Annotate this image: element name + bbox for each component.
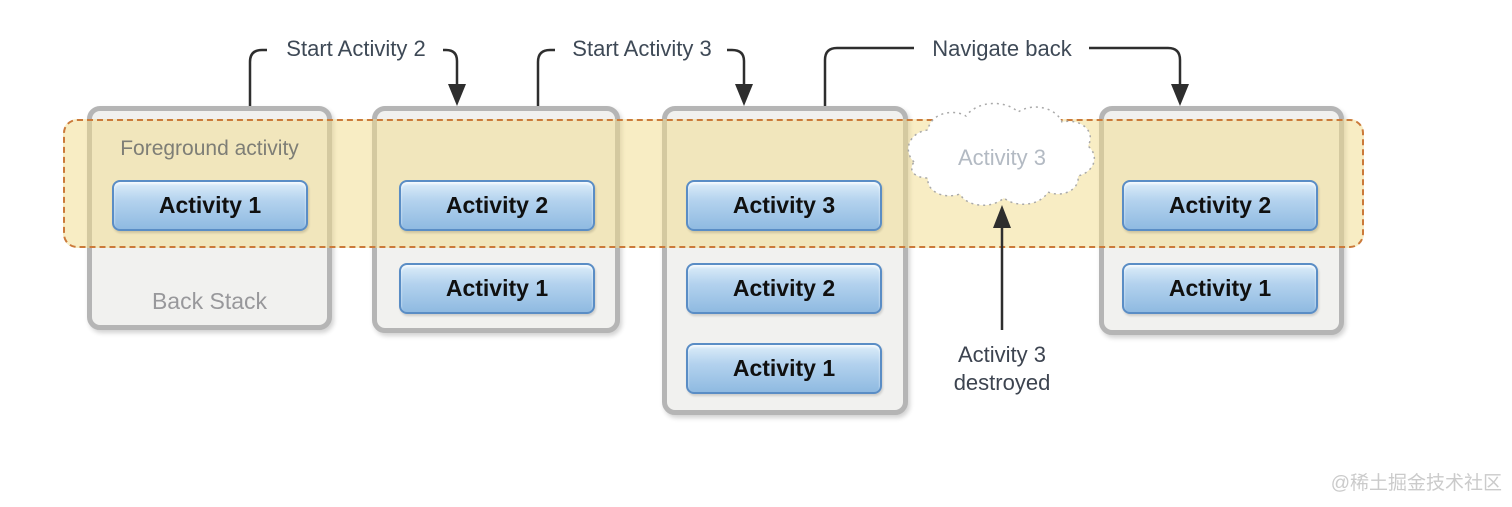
label-activity-3-destroyed-line2: destroyed <box>953 370 1051 395</box>
activity-button: Activity 1 <box>686 343 882 394</box>
label-navigate-back: Navigate back <box>932 36 1072 61</box>
arrowhead-down-icon <box>448 84 466 106</box>
label-back-stack: Back Stack <box>151 288 268 314</box>
label-start-activity-2: Start Activity 2 <box>286 36 426 61</box>
activity-button: Activity 3 <box>686 180 882 231</box>
activity-button: Activity 2 <box>686 263 882 314</box>
arrowhead-down-icon <box>735 84 753 106</box>
activity-button: Activity 1 <box>399 263 595 314</box>
arrowhead-down-icon <box>1171 84 1189 106</box>
activity-button: Activity 1 <box>112 180 308 231</box>
label-activity-3-destroyed: Activity 3 destroyed <box>902 341 1102 397</box>
activity-button: Activity 2 <box>1122 180 1318 231</box>
label-activity-3-destroyed-line1: Activity 3 <box>957 342 1047 367</box>
activity-button: Activity 1 <box>1122 263 1318 314</box>
watermark: @稀土掘金技术社区 <box>1330 473 1502 494</box>
label-cloud-activity-3: Activity 3 <box>957 145 1047 170</box>
label-start-activity-3: Start Activity 3 <box>572 36 712 61</box>
label-foreground-activity: Foreground activity <box>120 137 299 160</box>
activity-button: Activity 2 <box>399 180 595 231</box>
